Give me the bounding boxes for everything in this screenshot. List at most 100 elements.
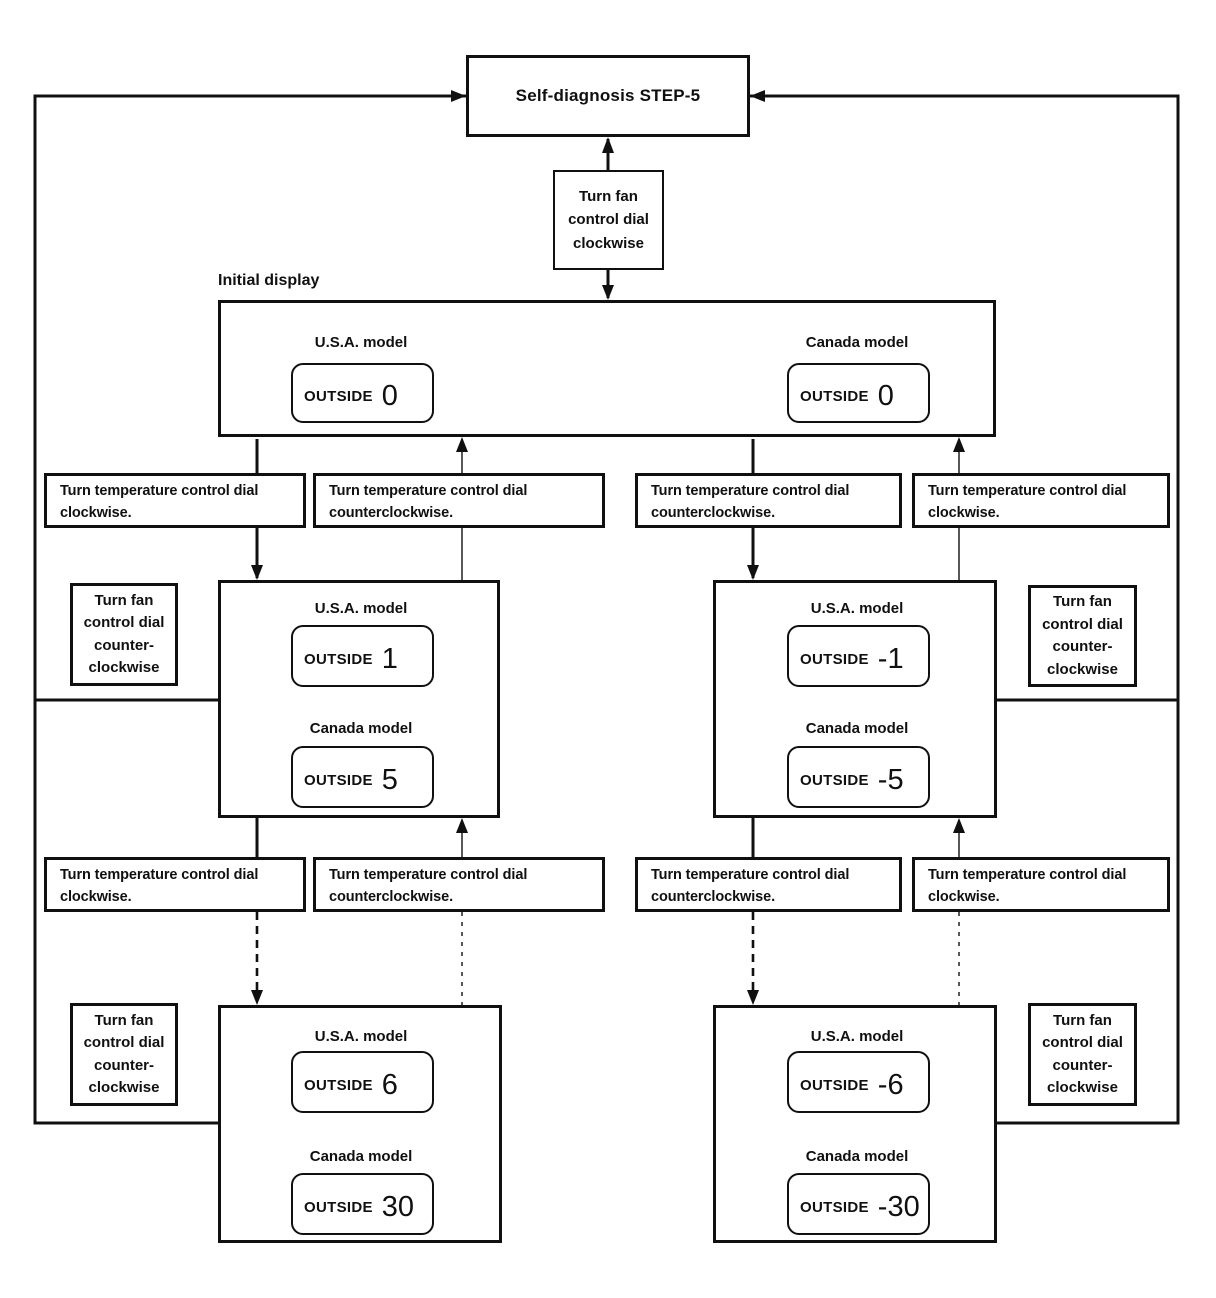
outside-label: OUTSIDE — [304, 1076, 373, 1094]
fan-ccw-line3: counter- — [94, 636, 154, 654]
usa-display: OUTSIDE 6 — [291, 1051, 434, 1113]
fan-ccw-line4: clockwise — [1047, 660, 1118, 678]
fan-cw-line1: Turn fan — [579, 188, 638, 206]
temp-ccw-line1: Turn temperature control dial — [329, 867, 528, 883]
usa-display: OUTSIDE 0 — [291, 363, 434, 423]
display-panel-counterclockwise-tier1: U.S.A. model OUTSIDE -1 Canada model OUT… — [713, 580, 997, 818]
arrowheads — [251, 90, 965, 1005]
usa-model-label: U.S.A. model — [314, 1028, 408, 1045]
fan-clockwise-box: Turn fan control dial clockwise — [553, 170, 664, 270]
temp-dial-cw-box-tier1-left: Turn temperature control dial clockwise. — [44, 473, 306, 528]
outside-value: -30 — [877, 1190, 920, 1223]
arrowhead-up-mid-left — [456, 818, 468, 833]
outside-value: 5 — [381, 763, 398, 796]
canada-display: OUTSIDE 5 — [291, 746, 434, 808]
fan-ccw-box-lower-right: Turn fan control dial counter- clockwise — [1028, 1003, 1137, 1106]
arrowhead-down-mid-right — [747, 565, 759, 580]
outside-label: OUTSIDE — [304, 387, 373, 405]
temp-dial-ccw-box-tier2-left: Turn temperature control dial counterclo… — [313, 857, 605, 912]
outside-label: OUTSIDE — [304, 1198, 373, 1216]
fan-ccw-line2: control dial — [1042, 1034, 1123, 1051]
fan-ccw-line2: control dial — [83, 614, 165, 631]
outside-value: -5 — [877, 763, 904, 796]
initial-display-label: Initial display — [218, 272, 320, 289]
outside-label: OUTSIDE — [800, 387, 869, 405]
canada-model-label: Canada model — [805, 334, 909, 351]
display-panel-clockwise-tier1: U.S.A. model OUTSIDE 1 Canada model OUTS… — [218, 580, 500, 818]
canada-model-label: Canada model — [309, 1148, 413, 1165]
temp-cw-line1: Turn temperature control dial — [60, 483, 259, 499]
arrowhead-up-initial-left — [456, 437, 468, 452]
arrowhead-into-step5-left — [451, 90, 466, 102]
display-panel-counterclockwise-tier2: U.S.A. model OUTSIDE -6 Canada model OUT… — [713, 1005, 997, 1243]
fan-ccw-line3: counter- — [1052, 638, 1113, 655]
outside-label: OUTSIDE — [800, 1198, 869, 1216]
temp-cw-line1: Turn temperature control dial — [928, 483, 1127, 499]
temp-dial-cw-box-tier2-right: Turn temperature control dial clockwise. — [912, 857, 1170, 912]
fan-ccw-line4: clockwise — [1047, 1079, 1118, 1096]
outside-label: OUTSIDE — [304, 771, 373, 789]
fan-ccw-line1: Turn fan — [1053, 593, 1112, 610]
fan-ccw-line4: clockwise — [88, 1079, 160, 1096]
fan-ccw-line1: Turn fan — [1053, 1011, 1112, 1029]
canada-model-label: Canada model — [805, 1148, 909, 1165]
temp-ccw-line2: counterclockwise. — [651, 504, 776, 521]
fan-ccw-box-upper-right: Turn fan control dial counter- clockwise — [1028, 585, 1137, 687]
usa-model-label: U.S.A. model — [314, 600, 408, 617]
usa-display: OUTSIDE -1 — [787, 625, 930, 687]
fan-ccw-line1: Turn fan — [94, 1011, 154, 1029]
temp-cw-line2: clockwise. — [928, 888, 1000, 905]
outside-value: 0 — [877, 379, 894, 412]
usa-display: OUTSIDE 1 — [291, 625, 434, 687]
canada-display: OUTSIDE -5 — [787, 746, 930, 808]
right-trunk-line — [750, 94, 1180, 1125]
arrowhead-down-bottom-right — [747, 990, 759, 1005]
outside-value: 6 — [381, 1068, 398, 1101]
outside-value: -1 — [877, 642, 904, 675]
arrowhead-into-step5-right — [750, 90, 765, 102]
outside-label: OUTSIDE — [800, 771, 869, 789]
temp-cw-line1: Turn temperature control dial — [928, 867, 1127, 883]
canada-display: OUTSIDE 0 — [787, 363, 930, 423]
outside-label: OUTSIDE — [800, 650, 869, 668]
display-panel-clockwise-tier2: U.S.A. model OUTSIDE 6 Canada model OUTS… — [218, 1005, 502, 1243]
fan-cw-line2: control dial — [568, 211, 649, 229]
temp-cw-line2: clockwise. — [928, 504, 1000, 521]
usa-model-label: U.S.A. model — [810, 600, 904, 617]
outside-value: -6 — [877, 1068, 904, 1101]
temp-ccw-line1: Turn temperature control dial — [329, 483, 528, 499]
temp-ccw-line2: counterclockwise. — [329, 504, 454, 521]
fan-cw-line3: clockwise — [573, 234, 644, 252]
arrowhead-down-into-initial — [602, 285, 614, 300]
temp-ccw-line2: counterclockwise. — [651, 888, 776, 905]
canada-model-label: Canada model — [309, 720, 413, 737]
fan-ccw-line2: control dial — [83, 1034, 165, 1051]
temp-ccw-line1: Turn temperature control dial — [651, 483, 850, 499]
fan-ccw-box-lower-left: Turn fan control dial counter- clockwise — [70, 1003, 178, 1106]
outside-label: OUTSIDE — [800, 1076, 869, 1094]
outside-value: 30 — [381, 1190, 415, 1223]
fan-ccw-line4: clockwise — [88, 659, 160, 676]
temp-dial-cw-box-tier1-right: Turn temperature control dial clockwise. — [912, 473, 1170, 528]
step5-box: Self-diagnosis STEP-5 — [466, 55, 750, 137]
temp-ccw-line2: counterclockwise. — [329, 888, 454, 905]
temp-cw-line2: clockwise. — [60, 888, 132, 905]
fan-ccw-line2: control dial — [1042, 615, 1123, 633]
fan-ccw-line3: counter- — [94, 1056, 154, 1074]
temp-ccw-line1: Turn temperature control dial — [651, 867, 850, 883]
arrowhead-up-into-step5 — [602, 137, 614, 153]
dashed-down-lines — [255, 912, 755, 1001]
trunk-lines — [33, 94, 1180, 1125]
fan-ccw-line3: counter- — [1052, 1056, 1113, 1074]
initial-display-panel: U.S.A. model OUTSIDE 0 Canada model OUTS… — [218, 300, 996, 437]
usa-model-label: U.S.A. model — [314, 334, 408, 351]
temp-cw-line1: Turn temperature control dial — [60, 867, 259, 883]
fan-ccw-box-upper-left: Turn fan control dial counter- clockwise — [70, 583, 178, 686]
left-trunk-line — [33, 94, 466, 1125]
temp-cw-line2: clockwise. — [60, 504, 132, 521]
arrowhead-down-mid-left — [251, 565, 263, 580]
fan-ccw-line1: Turn fan — [94, 591, 154, 609]
arrowhead-up-mid-right — [953, 818, 965, 833]
canada-display: OUTSIDE 30 — [291, 1173, 434, 1235]
